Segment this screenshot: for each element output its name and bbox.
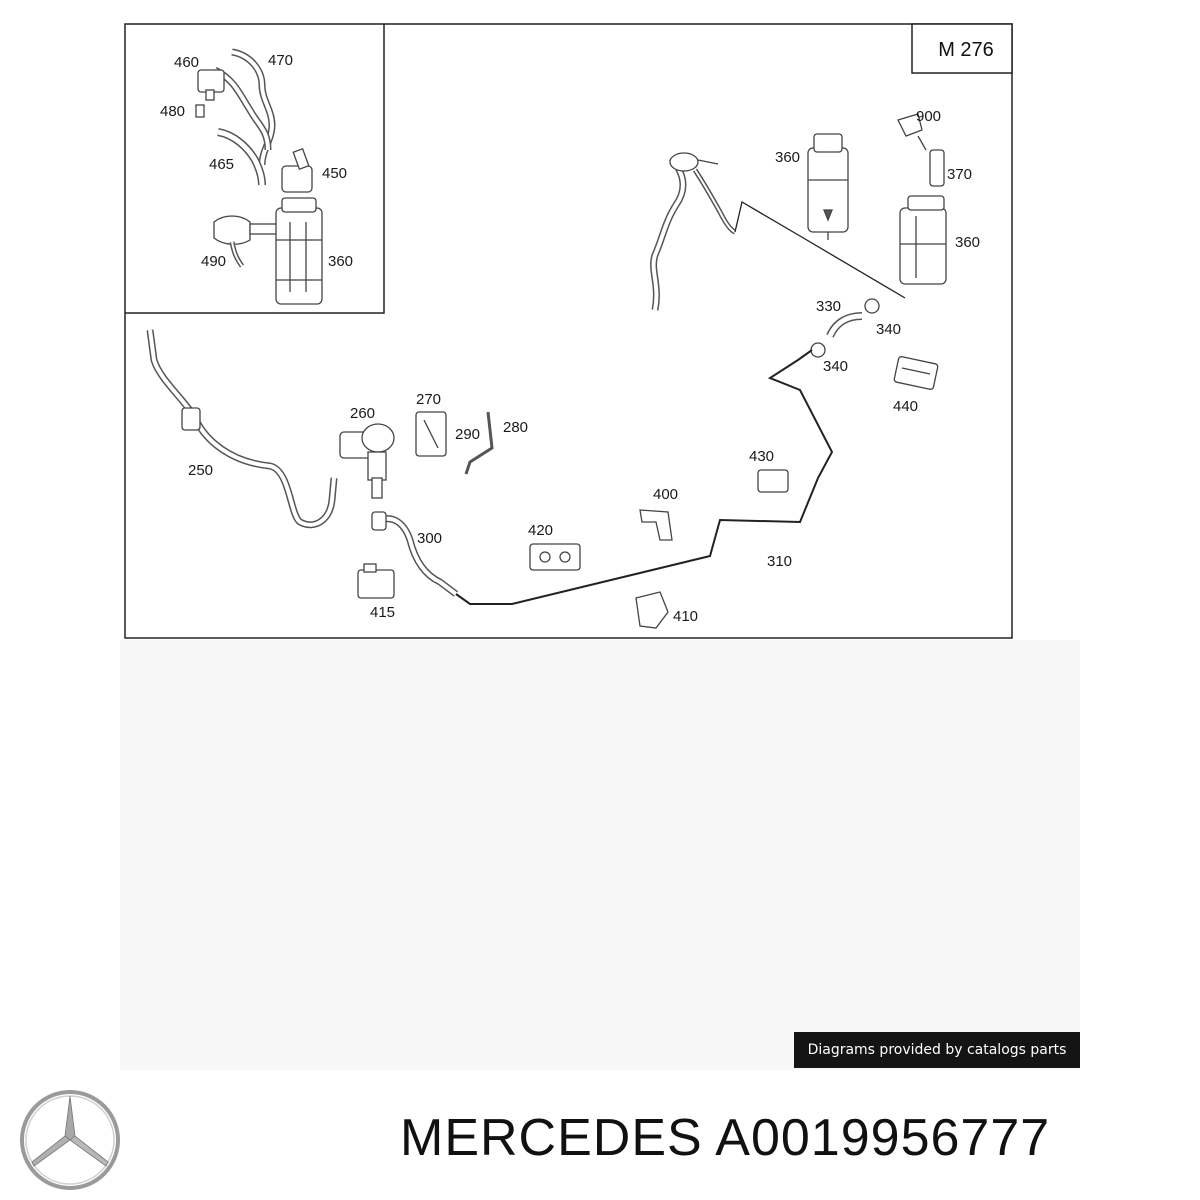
upper-right-parts [650, 113, 947, 311]
model-box [911, 23, 1013, 74]
callout-360-upper: 360 [775, 149, 800, 166]
callout-480: 480 [160, 103, 185, 120]
callout-440: 440 [893, 398, 918, 415]
callout-470: 470 [268, 52, 293, 69]
callout-465: 465 [209, 156, 234, 173]
right-middle-parts [529, 298, 939, 629]
callout-430: 430 [749, 448, 774, 465]
callout-400: 400 [653, 486, 678, 503]
mercedes-star-icon [20, 1090, 120, 1190]
left-middle-parts [146, 329, 494, 599]
callout-410: 410 [673, 608, 698, 625]
callout-280: 280 [503, 419, 528, 436]
callout-300: 300 [417, 530, 442, 547]
callout-415: 415 [370, 604, 395, 621]
callout-360-lower: 360 [955, 234, 980, 251]
pipe-310 [455, 349, 834, 605]
callout-460: 460 [174, 54, 199, 71]
callout-260: 260 [350, 405, 375, 422]
inset-frame [125, 24, 385, 314]
callout-310: 310 [767, 553, 792, 570]
callout-270: 270 [416, 391, 441, 408]
inset-parts [195, 48, 323, 305]
callout-340-lower: 340 [823, 358, 848, 375]
callout-420: 420 [528, 522, 553, 539]
callout-340-upper: 340 [876, 321, 901, 338]
callout-330: 330 [816, 298, 841, 315]
credit-banner: Diagrams provided by catalogs parts [794, 1032, 1080, 1068]
callout-900: 900 [916, 108, 941, 125]
callout-290: 290 [455, 426, 480, 443]
callouts: 460 470 480 465 450 490 360 900 360 370 … [160, 52, 980, 625]
callout-450: 450 [322, 165, 347, 182]
callout-250: 250 [188, 462, 213, 479]
callout-360-inset: 360 [328, 253, 353, 270]
part-title: MERCEDES A0019956777 [400, 1109, 1051, 1167]
callout-370: 370 [947, 166, 972, 183]
callout-490: 490 [201, 253, 226, 270]
background-panel [120, 640, 1080, 1070]
model-label: M 276 [938, 39, 994, 61]
